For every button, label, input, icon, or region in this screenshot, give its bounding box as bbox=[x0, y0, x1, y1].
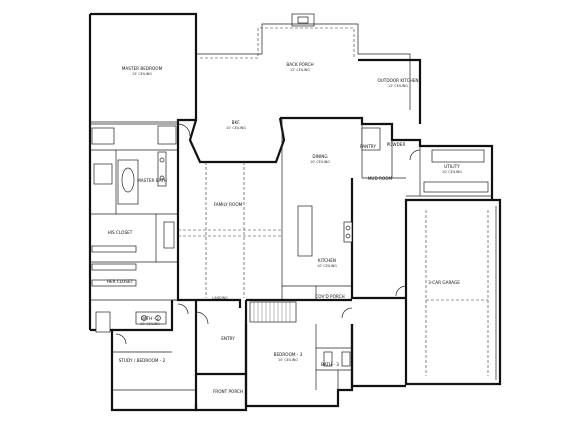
room-label-bath-3: BATH - 3 bbox=[321, 362, 339, 367]
door-swings bbox=[115, 123, 421, 345]
room-label-her-closet: HER CLOSET bbox=[107, 279, 134, 284]
room-label-pantry: PANTRY bbox=[360, 144, 376, 149]
ceiling-beams bbox=[178, 162, 282, 298]
garage-features bbox=[423, 149, 497, 380]
room-label-study: STUDY / BEDROOM - 2 bbox=[119, 358, 166, 363]
room-ceiling-bedroom-3: 10' CEILING bbox=[278, 358, 298, 362]
room-label-back-porch: BACK PORCH bbox=[286, 62, 313, 67]
room-label-entry: ENTRY bbox=[221, 336, 235, 341]
room-ceiling-master-bedroom: 15' CEILING bbox=[132, 72, 152, 76]
room-label-his-closet: HIS CLOSET bbox=[108, 230, 133, 235]
room-label-front-porch: FRONT PORCH bbox=[213, 389, 243, 394]
room-label-garage: 3-CAR GARAGE bbox=[428, 280, 460, 285]
room-ceiling-bath-2: 10' CEILING bbox=[140, 322, 160, 326]
room-label-family-room: FAMILY ROOM bbox=[214, 202, 243, 207]
room-label-bkf: BKF. bbox=[232, 120, 241, 125]
room-label-outdoor-kitchen: OUTDOOR KITCHEN bbox=[377, 78, 418, 83]
room-ceiling-bkf: 10' CEILING bbox=[226, 126, 246, 130]
fixtures bbox=[91, 127, 381, 367]
room-ceiling-dining: 10' CEILING bbox=[310, 160, 330, 164]
room-label-bath-2: BATH - 2 bbox=[141, 316, 159, 321]
room-label-mud-room: MUD ROOM bbox=[368, 176, 393, 181]
room-label-kitchen: KITCHEN bbox=[318, 258, 336, 263]
room-ceiling-back-porch: 12' CEILING bbox=[290, 68, 310, 72]
room-label-utility: UTILITY bbox=[444, 164, 460, 169]
room-label-dining: DINING bbox=[312, 154, 327, 159]
room-label-bedroom-3: BEDROOM - 3 bbox=[274, 352, 303, 357]
landing-label: LANDING bbox=[212, 296, 228, 300]
room-ceiling-kitchen: 10' CEILING bbox=[317, 264, 337, 268]
room-label-powder: POWDER bbox=[387, 142, 406, 147]
stairs bbox=[249, 301, 297, 323]
room-label-master-bedroom: MASTER BEDROOM bbox=[122, 66, 163, 71]
room-ceiling-outdoor-kitchen: 12' CEILING bbox=[388, 84, 408, 88]
room-ceiling-utility: 10' CEILING bbox=[442, 170, 462, 174]
room-label-master-bath: MASTER BATH bbox=[137, 178, 167, 183]
room-label-covd-porch: COV'D PORCH bbox=[315, 294, 344, 299]
interior-walls bbox=[90, 118, 492, 391]
